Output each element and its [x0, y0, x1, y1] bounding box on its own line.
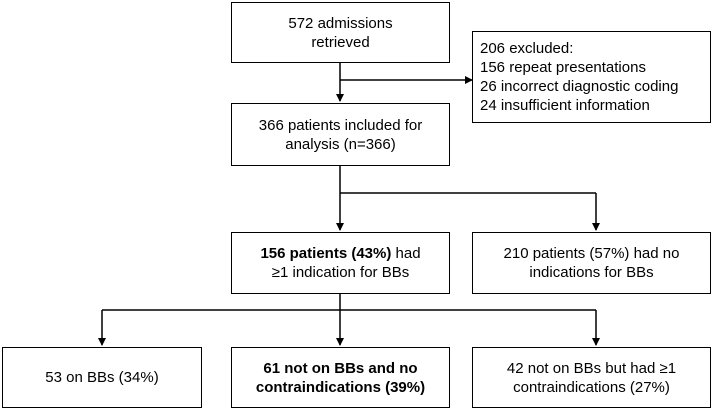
box-text: contraindications (39%) [255, 378, 426, 396]
box-text-bold: 156 patients (43%) [260, 245, 392, 262]
box-text: 26 incorrect diagnostic coding [480, 78, 679, 95]
box-text: retrieved [311, 33, 370, 51]
box-not-on-bbs-no-contraindications: 61 not on BBs and no contraindications (… [231, 347, 450, 408]
box-text: contraindications (27%) [513, 378, 670, 396]
box-text: 156 repeat presentations [480, 59, 646, 76]
box-text-rest: had [391, 245, 421, 262]
box-not-on-bbs-with-contraindications: 42 not on BBs but had ≥1 contraindicatio… [472, 347, 711, 408]
box-patients-included: 366 patients included for analysis (n=36… [231, 103, 450, 166]
box-text: 210 patients (57%) had no [503, 245, 680, 262]
box-text: 53 on BBs (34%) [45, 369, 159, 386]
box-text: 61 not on BBs and no [263, 359, 418, 377]
box-indication-for-bbs: 156 patients (43%) had ≥1 indication for… [231, 232, 450, 294]
box-text: 366 patients included for [258, 116, 423, 134]
box-text: 206 excluded: [480, 40, 574, 57]
box-on-bbs: 53 on BBs (34%) [2, 347, 202, 408]
box-text: 42 not on BBs but had ≥1 [506, 359, 677, 377]
box-text: 24 insufficient information [480, 97, 650, 114]
box-text: ≥1 indication for BBs [271, 264, 410, 281]
box-text: analysis (n=366) [285, 135, 396, 153]
box-excluded: 206 excluded: 156 repeat presentations 2… [472, 31, 711, 123]
box-text: 572 admissions [288, 14, 393, 32]
box-no-indication: 210 patients (57%) had no indications fo… [472, 232, 711, 294]
box-text: 156 patients (43%) had [260, 244, 420, 263]
box-text: indications for BBs [529, 264, 654, 281]
box-admissions-retrieved: 572 admissions retrieved [231, 2, 450, 63]
